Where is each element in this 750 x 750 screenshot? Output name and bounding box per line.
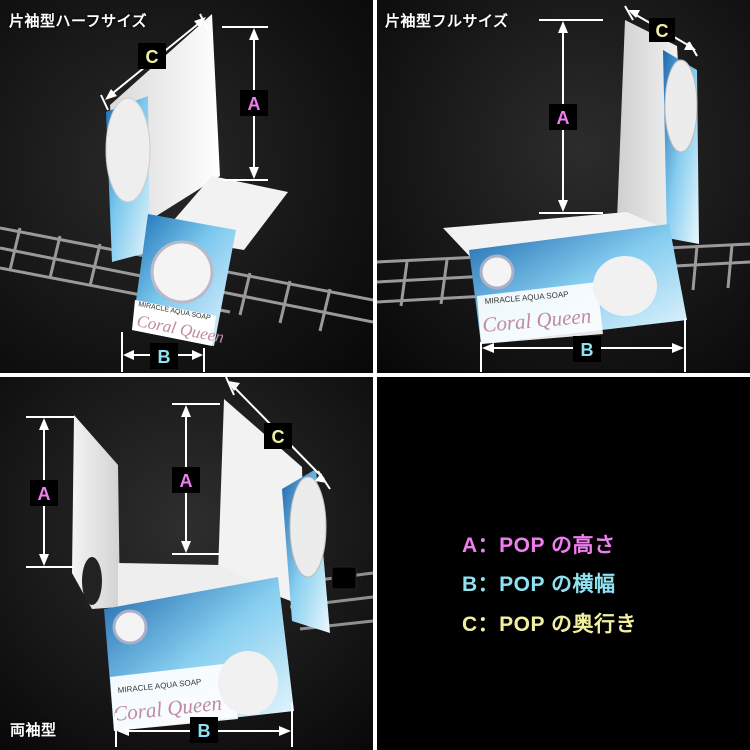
divider-horizontal <box>0 373 750 377</box>
panel-half-size: MIRACLE AQUA SOAP Coral Queen A <box>0 0 373 373</box>
legend-width: B：POP の横幅 <box>462 573 616 596</box>
legend-height: A：POP の高さ <box>462 534 616 557</box>
pop-front-card: MIRACLE AQUA SOAP Coral Queen <box>469 224 687 344</box>
panel-title-full: 片袖型フルサイズ <box>385 13 509 30</box>
label-a-left: A <box>38 484 51 504</box>
legend-depth: C：POP の奥行き <box>462 613 637 636</box>
pop-front-card: MIRACLE AQUA SOAP Coral Queen <box>104 577 294 731</box>
soap-image <box>664 59 698 153</box>
panel-title-half: 片袖型ハーフサイズ <box>9 13 148 30</box>
pop-right-wall <box>218 399 306 607</box>
soap-image <box>289 476 327 578</box>
both-sleeves-illustration: MIRACLE AQUA SOAP Coral Queen A <box>26 377 373 747</box>
half-size-illustration: MIRACLE AQUA SOAP Coral Queen A <box>0 13 373 372</box>
soap-image <box>105 97 151 203</box>
label-c-both: C <box>272 427 285 447</box>
legend-panel: A：POP の高さ B：POP の横幅 C：POP の奥行き <box>377 377 750 750</box>
label-b-both: B <box>198 721 211 741</box>
wire-shelf <box>377 242 750 307</box>
pop-front-card: MIRACLE AQUA SOAP Coral Queen <box>132 214 236 347</box>
panel-both-sleeves: MIRACLE AQUA SOAP Coral Queen A <box>0 377 373 750</box>
panel-title-both: 両袖型 <box>10 722 57 739</box>
label-c-half: C <box>146 47 159 67</box>
pop-floor-plate <box>118 563 268 609</box>
label-b-full: B <box>581 340 594 360</box>
label-a-full: A <box>557 108 570 128</box>
dimension-a-left <box>26 416 74 568</box>
panel-full-size: MIRACLE AQUA SOAP Coral Queen A <box>377 0 750 373</box>
label-b-half: B <box>158 347 171 367</box>
label-a-right: A <box>180 471 193 491</box>
dark-square <box>331 566 357 590</box>
label-c-full: C <box>656 21 669 41</box>
pop-left-wall <box>72 415 120 609</box>
wall-cutout <box>82 557 102 605</box>
full-size-illustration: MIRACLE AQUA SOAP Coral Queen A <box>377 5 750 372</box>
label-a-half: A <box>248 94 261 114</box>
